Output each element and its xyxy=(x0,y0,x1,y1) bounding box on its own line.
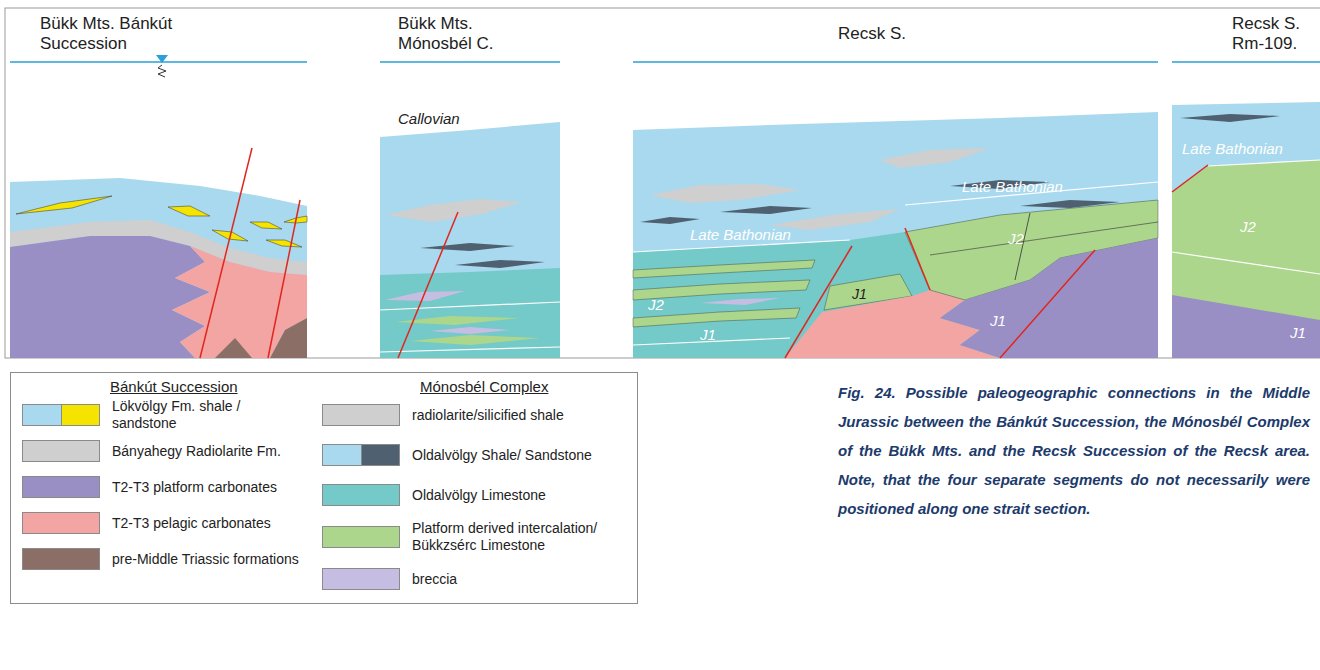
fault-line xyxy=(398,212,458,358)
rm109-section xyxy=(1172,62,1320,358)
panel-gap xyxy=(308,9,379,357)
unit-label: J2 xyxy=(1240,218,1256,236)
legend-swatch xyxy=(22,404,62,426)
legend-text: Platform derived intercalation/ Bükkzsér… xyxy=(412,520,622,554)
shale-layer xyxy=(10,178,307,358)
shale-layer xyxy=(633,112,1158,358)
time-line xyxy=(1208,160,1320,166)
legend-text: radiolarite/silicified shale xyxy=(412,407,622,424)
legend-text: Oldalvölgy Limestone xyxy=(412,487,622,504)
radiolarite-lens xyxy=(386,199,522,222)
sea-level xyxy=(633,61,1158,63)
legend-text: T2-T3 pelagic carbonates xyxy=(112,515,302,532)
unit-label: J1 xyxy=(852,286,867,303)
legend-swatch xyxy=(322,568,400,590)
legend-text: T2-T3 platform carbonates xyxy=(112,479,302,496)
unit-label: J2 xyxy=(648,296,664,314)
unit-label: J1 xyxy=(1290,324,1306,342)
platform-block xyxy=(1172,160,1320,358)
platform-carbonate xyxy=(10,236,210,358)
fault-line xyxy=(905,228,930,290)
unit-label: J1 xyxy=(990,312,1006,330)
legend-swatch xyxy=(22,548,100,570)
fault-line xyxy=(268,200,300,358)
fault-line xyxy=(200,148,252,358)
section-title: Bükk Mts. Bánkút Succession xyxy=(40,14,190,55)
platform-carbonate xyxy=(1172,295,1320,358)
panel-gap xyxy=(1159,9,1171,357)
legend-swatch xyxy=(322,404,400,426)
sandstone-lens xyxy=(266,240,302,247)
sea-level xyxy=(10,61,307,63)
legend-swatch xyxy=(22,512,100,534)
legend-swatch-half xyxy=(61,404,100,426)
stage-label: Callovian xyxy=(398,110,460,128)
legend-heading: Mónosbél Complex xyxy=(420,378,548,396)
sandstone-lens xyxy=(168,206,210,216)
limestone-layer xyxy=(633,200,1158,358)
radiolarite-lens xyxy=(650,184,800,203)
stage-label: Late Bathonian xyxy=(690,226,791,244)
time-line xyxy=(380,347,560,352)
section-title: Recsk S. Rm-109. xyxy=(1232,14,1316,55)
shale-lens xyxy=(1180,114,1280,122)
figure-caption: Fig. 24. Possible paleogeographic connec… xyxy=(838,378,1310,523)
shale-layer xyxy=(380,122,560,358)
legend-text: Bányahegy Radiolarite Fm. xyxy=(112,443,302,460)
unit-label: J2 xyxy=(1008,230,1024,248)
platform-lens xyxy=(410,335,540,345)
legend-swatch xyxy=(22,476,100,498)
section-title: Recsk S. xyxy=(838,24,978,44)
radiolarite-lens xyxy=(880,148,990,168)
legend-swatch xyxy=(322,444,362,466)
breccia-lens xyxy=(430,327,510,334)
panel-gap xyxy=(561,9,632,357)
time-line xyxy=(380,302,560,310)
legend-swatch xyxy=(322,484,400,506)
sandstone-lens xyxy=(250,222,282,229)
legend-text: Lökvölgy Fm. shale / sandstone xyxy=(112,398,302,432)
section-frame xyxy=(5,8,1320,358)
section-title: Bükk Mts. Mónosbél C. xyxy=(398,14,516,55)
sea-level xyxy=(1172,61,1320,63)
sea-level xyxy=(380,61,560,63)
time-line xyxy=(1172,252,1320,274)
legend-text: breccia xyxy=(412,571,622,588)
unit-label: J1 xyxy=(700,326,716,344)
shale-layer xyxy=(1172,102,1320,358)
pre-triassic xyxy=(215,338,252,358)
shale-lens xyxy=(720,206,812,214)
legend-text: Oldalvölgy Shale/ Sandstone xyxy=(412,447,622,464)
shale-lens xyxy=(420,243,515,251)
fault-line xyxy=(785,246,852,358)
shale-lens xyxy=(640,217,700,224)
fault-line xyxy=(1172,165,1208,192)
legend-swatch xyxy=(22,440,100,462)
stage-label: Late Bathonian xyxy=(1182,140,1283,158)
legend-swatch-half xyxy=(361,444,400,466)
recsk-section xyxy=(633,62,1158,358)
monosbel-section xyxy=(380,62,560,358)
legend-swatch xyxy=(322,526,400,548)
platform-carbonate xyxy=(940,238,1158,358)
legend-heading: Bánkút Succession xyxy=(110,378,238,396)
limestone-layer xyxy=(380,268,560,358)
stage-label: Late Bathonian xyxy=(962,178,1063,196)
water-level-symbol xyxy=(156,55,168,63)
water-level-symbol xyxy=(158,65,166,77)
bankut-section xyxy=(10,55,307,358)
platform-band xyxy=(633,260,815,278)
shale-lens xyxy=(455,260,545,268)
fault-line xyxy=(1000,250,1095,358)
legend-text: pre-Middle Triassic formations xyxy=(112,551,302,568)
sandstone-lens xyxy=(16,196,112,214)
breccia-lens xyxy=(700,298,780,305)
